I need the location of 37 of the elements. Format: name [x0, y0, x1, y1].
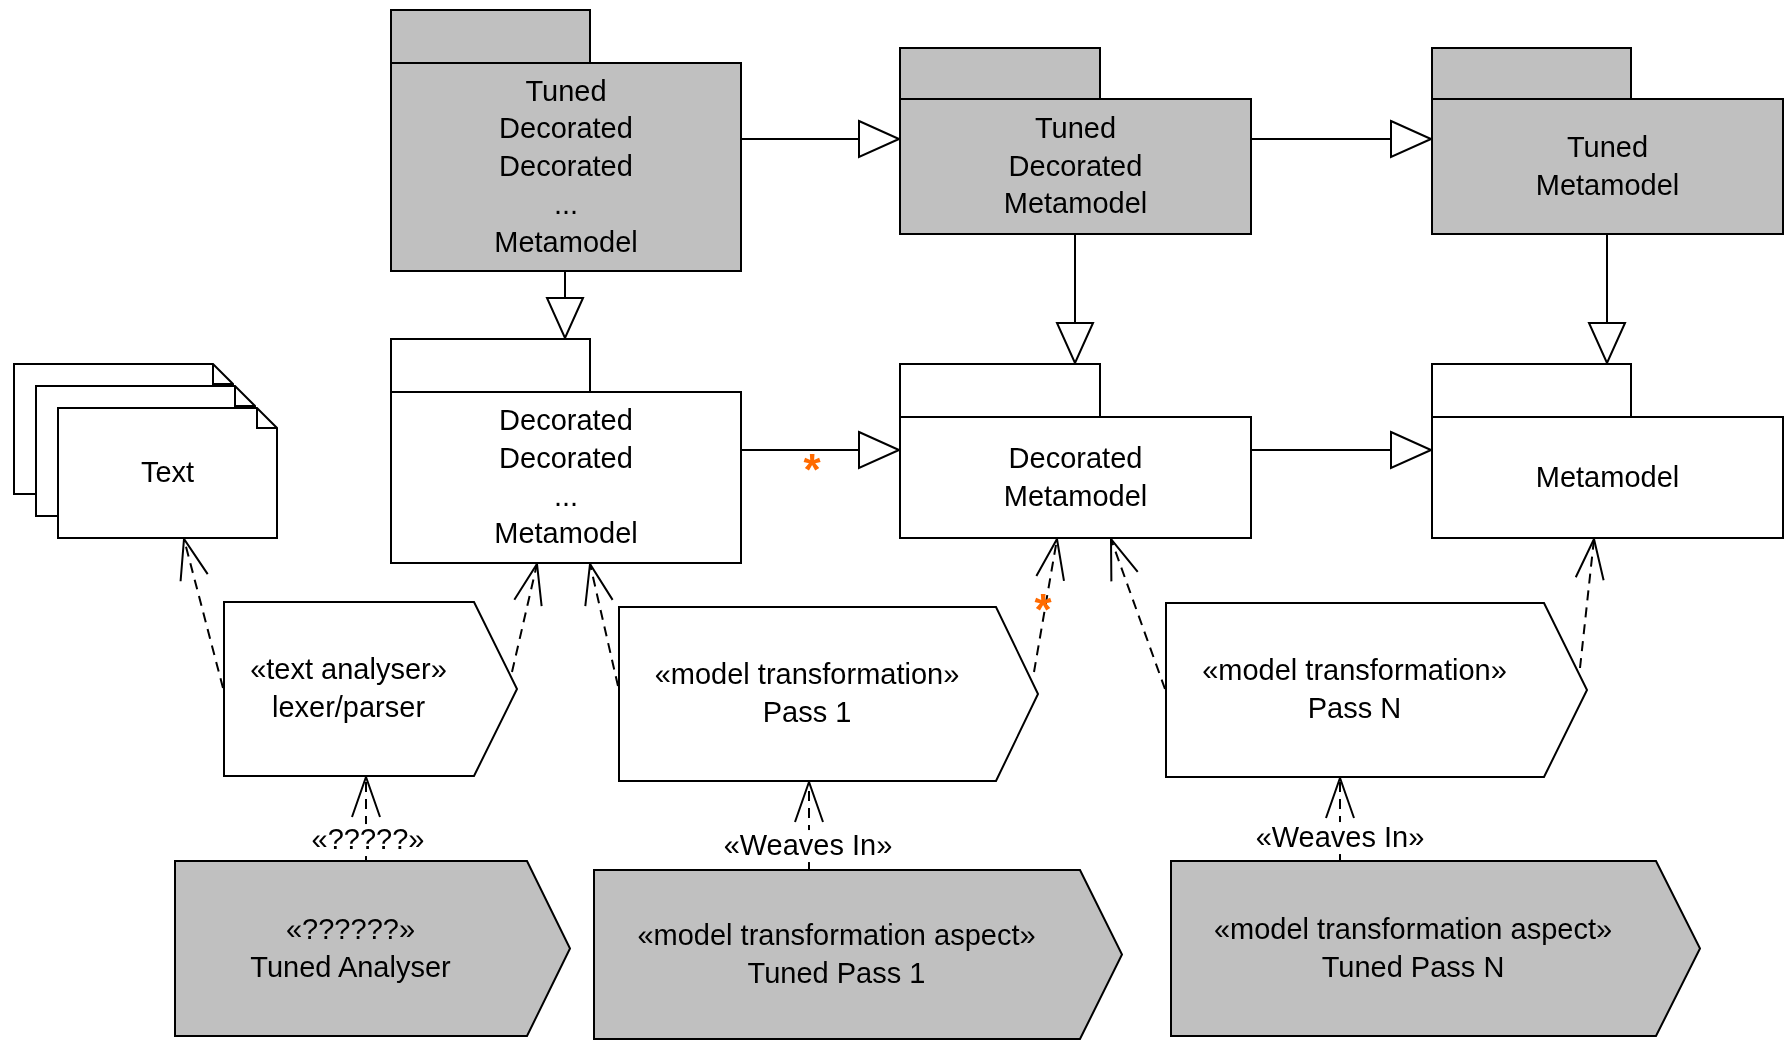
- generalization-arrow: [546, 271, 584, 339]
- element-name: Tuned Pass N: [1321, 949, 1505, 985]
- dependency-arrow: [584, 563, 619, 687]
- multiplicity-mark: *: [803, 448, 821, 492]
- package-name: Tuned Decorated Decorated ... Metamodel: [494, 73, 638, 260]
- element-name: Tuned Analyser: [250, 949, 451, 985]
- stereotype-label: «model transformation»: [1202, 653, 1507, 689]
- package-name: Decorated Decorated ... Metamodel: [494, 403, 638, 552]
- generalization-arrow: [1251, 431, 1432, 469]
- dependency-arrow: [1033, 538, 1065, 673]
- document-name: Text: [140, 455, 195, 491]
- stereotype-label: «??????»: [286, 911, 415, 947]
- stereotype-label: «model transformation aspect»: [637, 917, 1036, 953]
- generalization-arrow: [741, 120, 900, 158]
- package-name: Metamodel: [1535, 459, 1680, 495]
- element-name: Pass N: [1307, 691, 1402, 726]
- stereotype-label: «text analyser»: [250, 652, 447, 688]
- dependency-arrow: [1110, 538, 1166, 690]
- package-name: Decorated Metamodel: [1003, 440, 1148, 514]
- dependency-arrow: [179, 538, 224, 689]
- dependency-arrow: [1574, 538, 1605, 669]
- generalization-arrow: [741, 431, 900, 469]
- stereotype-label: «model transformation»: [654, 657, 960, 693]
- edge-label: «Weaves In»: [1254, 822, 1426, 854]
- element-name: Tuned Pass 1: [747, 955, 926, 991]
- generalization-arrow: [1251, 120, 1432, 158]
- stereotype-label: «model transformation aspect»: [1213, 911, 1613, 947]
- edge-label: «?????»: [310, 824, 426, 856]
- element-name: Pass 1: [762, 695, 852, 730]
- package-name: Tuned Decorated Metamodel: [1003, 110, 1148, 222]
- generalization-arrow: [1588, 234, 1626, 364]
- element-name: lexer/parser: [271, 690, 426, 725]
- package-name: Tuned Metamodel: [1535, 129, 1680, 203]
- edge-label: «Weaves In»: [722, 830, 894, 862]
- multiplicity-mark: *: [1034, 588, 1052, 632]
- dependency-arrow: [511, 563, 543, 673]
- generalization-arrow: [1056, 234, 1094, 364]
